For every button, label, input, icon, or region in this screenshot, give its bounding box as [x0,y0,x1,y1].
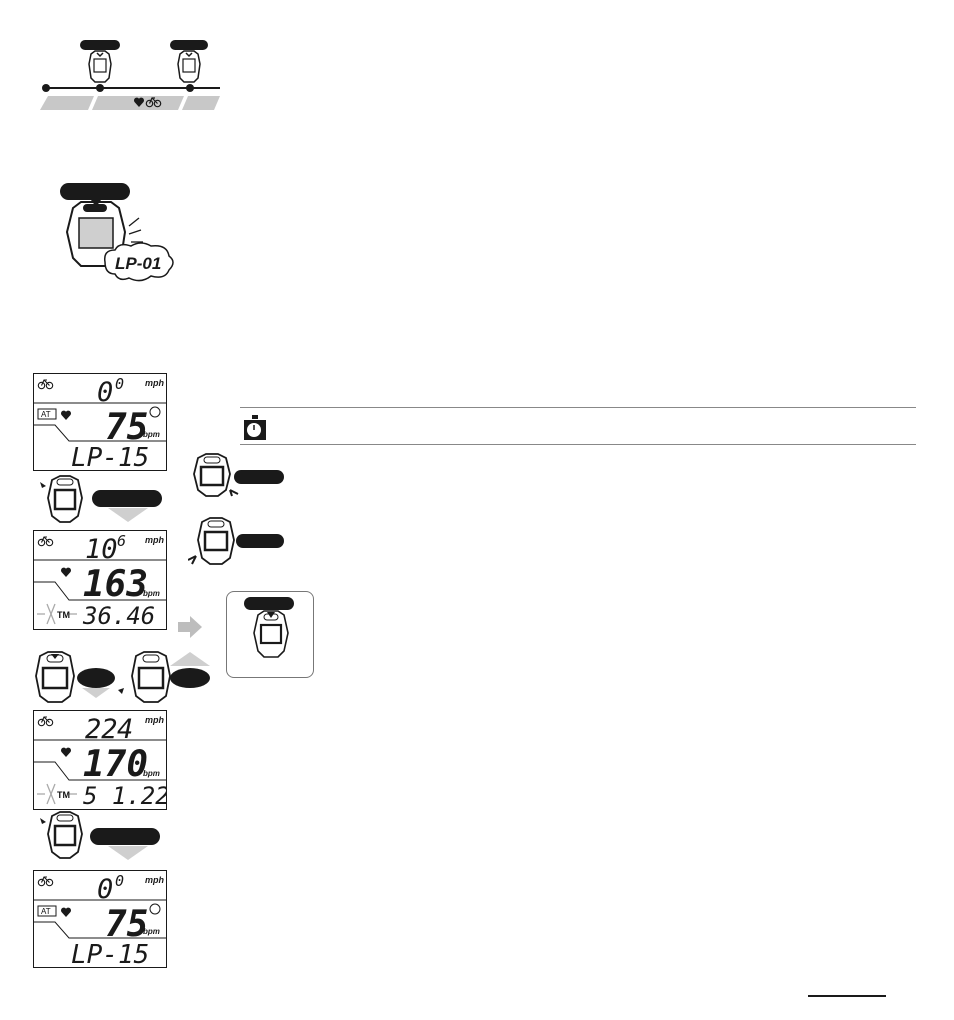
transition-1 [40,475,162,523]
button-arrow [118,688,124,694]
button-arrow [40,818,46,824]
speed-decimal: 0 [115,872,124,890]
arrow-down-icon [108,508,148,522]
heart-rate-value: 170 [83,744,148,785]
bicycle-icon [145,97,162,108]
watch-icon [35,651,75,703]
lap-timeline-diagram [40,40,220,110]
button-pill [236,534,284,548]
lap-count-value: LP-15 [71,940,149,968]
divider-bottom [240,444,916,445]
button-arrow [229,489,239,497]
at-badge: AT [41,410,51,419]
watch-icon [47,475,83,523]
transition-2 [35,651,210,703]
lcd-display-4: 0 0 mph AT 75 bpm LP-15 [33,870,167,973]
watch-icon [253,610,289,658]
lap-count-value: LP-15 [71,443,149,471]
heart-icon [60,907,72,917]
lap-number-label: LP-01 [115,254,161,273]
button-pill [90,828,160,845]
heart-rate-value: 75 [105,904,148,945]
blink-indicator [37,783,77,805]
lap-button-diagram: LP-01 [60,183,174,282]
button-pill-2 [170,40,208,50]
watch-icon [88,50,112,83]
lap-time-value: 36.46 [82,602,155,630]
heart-rate-unit: bpm [143,589,160,598]
button-example-1 [193,453,284,497]
speed-unit: mph [145,875,165,885]
button-arrow [40,482,46,488]
divider-top [240,407,916,408]
lcd-display-1: 0 0 mph AT 75 bpm LP-15 [33,373,167,476]
button-pill [77,668,115,688]
watch-icon [193,453,231,497]
button-example-2 [188,517,284,565]
heart-rate-value: 75 [105,407,148,448]
speed-unit: mph [145,535,165,545]
speed-value: 10 [85,534,118,565]
speed-value: 0 [97,874,113,905]
heart-icon [60,747,72,757]
page-footer-rule [808,995,886,997]
arrow-up-icon [170,652,210,666]
button-arrow [188,555,197,565]
at-badge: AT [41,907,51,916]
button-pill [244,597,294,610]
speed-decimal: 4 [117,714,133,745]
button-pill [234,470,284,484]
arrow-right-icon [178,616,202,638]
blink-indicator [37,603,77,625]
lap-time-value: 5 1.22 [83,782,167,810]
lcd-display-3: 22 4 mph 170 bpm TM 5 1.22 [33,710,170,815]
transition-3 [40,811,160,860]
arrow-down-icon [108,846,148,860]
speed-unit: mph [145,378,165,388]
watch-icon [131,651,171,703]
bicycle-icon [37,716,54,727]
speed-decimal: 0 [115,375,124,393]
watch-icon [197,517,235,565]
stopwatch-icon [244,415,266,440]
arrow-down-icon [82,688,110,698]
button-inset-box [226,591,314,678]
heart-icon [60,567,72,577]
tm-label: TM [57,790,70,800]
speed-value: 0 [97,377,113,408]
bicycle-icon [37,536,54,547]
watch-icon [47,811,83,859]
speed-value: 22 [85,714,118,745]
button-pill [92,490,162,507]
watch-icon [177,50,201,83]
button-pill [170,668,210,688]
button-pill-1 [80,40,120,50]
heart-rate-unit: bpm [143,430,160,439]
bicycle-icon [37,876,54,887]
speed-unit: mph [145,715,165,725]
bicycle-icon [37,379,54,390]
heart-icon [60,410,72,420]
tm-label: TM [57,610,70,620]
lcd-display-2: 10 6 mph 163 bpm TM 36.46 [33,530,167,635]
button-pill [60,183,130,200]
heart-rate-unit: bpm [143,927,160,936]
speed-decimal: 6 [117,532,126,550]
heart-icon [133,97,145,107]
heart-rate-unit: bpm [143,769,160,778]
heart-rate-value: 163 [83,564,148,605]
